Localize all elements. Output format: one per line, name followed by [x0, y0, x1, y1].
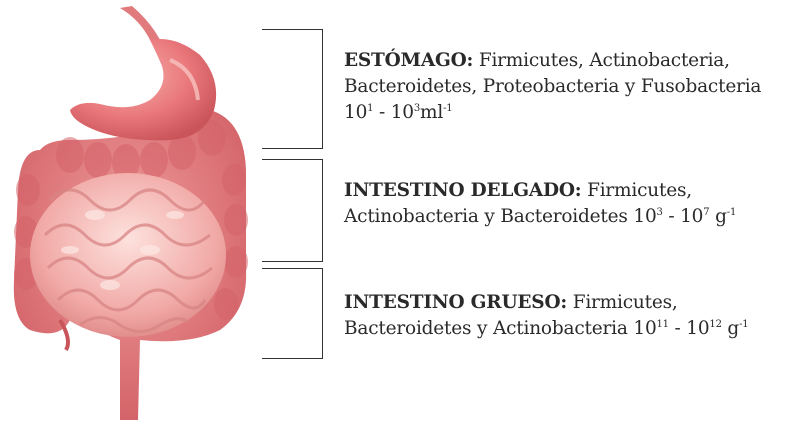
range-unit: g [727, 318, 739, 339]
range-separator: - [373, 102, 390, 123]
bracket-estomago [262, 29, 323, 149]
range-separator: - [669, 318, 686, 339]
range-base: 10 [391, 102, 414, 123]
unit-exponent: -1 [443, 103, 452, 114]
label-intestino-delgado: INTESTINO DELGADO: Firmicutes, Actinobac… [344, 178, 789, 230]
bracket-intestino-grueso [262, 268, 323, 359]
range-unit: ml [420, 102, 443, 123]
range-exponent: 12 [709, 319, 721, 330]
range-exponent: 7 [703, 207, 709, 218]
section-title: ESTÓMAGO: [344, 50, 473, 71]
section-title: INTESTINO DELGADO: [344, 180, 581, 201]
range-base: 10 [633, 318, 656, 339]
unit-exponent: -1 [739, 319, 748, 330]
label-intestino-grueso: INTESTINO GRUESO: Firmicutes, Bacteroide… [344, 290, 789, 342]
small-intestine [30, 173, 226, 337]
bracket-intestino-delgado [262, 159, 323, 262]
range-separator: - [663, 206, 680, 227]
range-base: 10 [680, 206, 703, 227]
digestive-system-illustration [0, 0, 260, 431]
range-base: 10 [633, 206, 656, 227]
label-estomago: ESTÓMAGO: Firmicutes, Actinobacteria, Ba… [344, 48, 789, 126]
range-exponent: 11 [657, 319, 669, 330]
range-unit: g [715, 206, 727, 227]
range-base: 10 [344, 102, 367, 123]
range-base: 10 [686, 318, 709, 339]
unit-exponent: -1 [727, 207, 736, 218]
section-title: INTESTINO GRUESO: [344, 292, 567, 313]
